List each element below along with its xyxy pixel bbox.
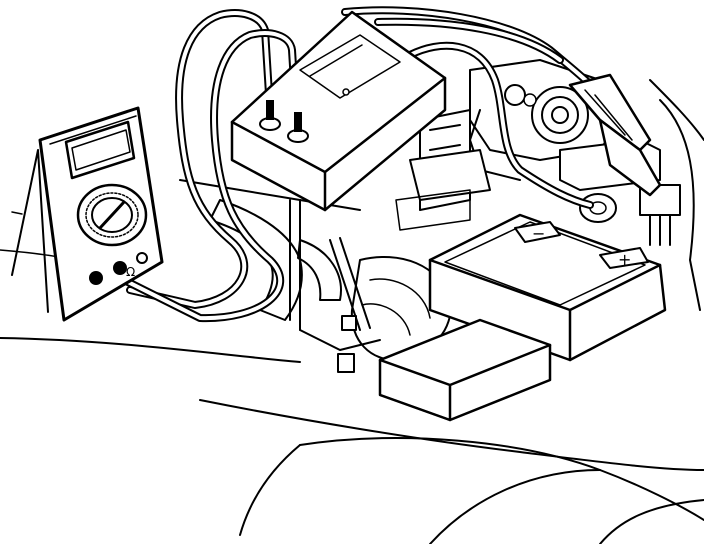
multimeter-range-symbol: Ω <box>126 265 135 279</box>
battery-positive-mark: + <box>618 250 631 269</box>
battery: − + <box>378 213 667 422</box>
battery-negative-mark: − <box>532 224 545 243</box>
test-box <box>230 10 447 212</box>
multimeter-range-dial <box>76 183 148 247</box>
test-box-terminal-left <box>259 100 281 131</box>
hood-outline <box>0 211 704 544</box>
multimeter: Ω <box>11 106 164 322</box>
test-box-terminal-right <box>287 112 309 143</box>
multimeter-jacks <box>89 252 148 285</box>
test-leads <box>116 6 662 323</box>
multimeter-display <box>64 120 136 180</box>
